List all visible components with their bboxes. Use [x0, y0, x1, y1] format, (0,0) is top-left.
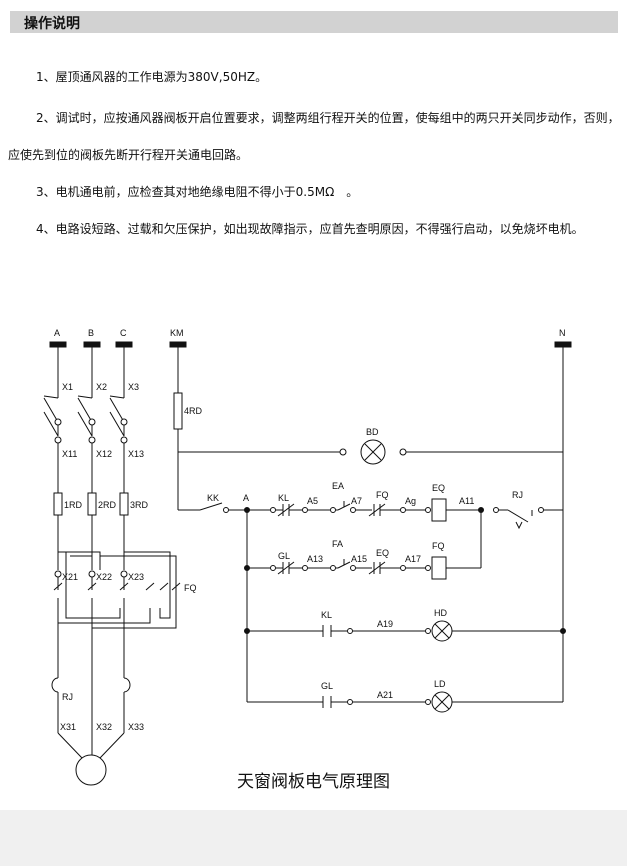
label-a19: A19 — [377, 619, 393, 629]
label-a17: A17 — [405, 554, 421, 564]
label-bd: BD — [366, 427, 379, 437]
instruction-3: 3、电机通电前，应检查其对地绝缘电阻不得小于0.5MΩ 。 — [36, 185, 359, 199]
label-a7: A7 — [351, 496, 362, 506]
label-fa: FA — [332, 539, 343, 549]
label-4rd: 4RD — [184, 406, 203, 416]
section-title: 操作说明 — [24, 16, 80, 32]
wiring-diagram: A B C KM N X1 X2 X3 X11 X12 X13 1RD 2RD … — [43, 328, 572, 786]
diagram-caption: 天窗阀板电气原理图 — [237, 772, 390, 792]
label-x11: X11 — [62, 449, 77, 459]
label-x31: X31 — [60, 722, 76, 732]
instruction-2: 2、调试时，应按通风器阀板开启位置要求，调整两组行程开关的位置，使每组中的两只开… — [8, 111, 620, 162]
label-kl2: KL — [321, 610, 332, 620]
label-x2: X2 — [96, 382, 107, 392]
label-eq2: EQ — [376, 548, 389, 558]
label-rj: RJ — [512, 490, 523, 500]
instruction-4: 4、电路设短路、过载和欠压保护，如出现故障指示，应首先查明原因，不得强行启动，以… — [36, 222, 584, 236]
section-header-bar: 操作说明 — [10, 11, 618, 33]
label-x33: X33 — [128, 722, 144, 732]
label-a13: A13 — [307, 554, 323, 564]
label-x32: X32 — [96, 722, 112, 732]
label-a5: A5 — [307, 496, 318, 506]
label-a15: A15 — [351, 554, 367, 564]
terminal-c-label: C — [120, 328, 127, 338]
label-fq-left: FQ — [184, 583, 197, 593]
label-x13: X13 — [128, 449, 144, 459]
label-ag: Ag — [405, 496, 416, 506]
label-x1: X1 — [62, 382, 73, 392]
label-a11: A11 — [459, 496, 474, 506]
label-kl: KL — [278, 493, 289, 503]
label-a-node: A — [243, 493, 249, 503]
label-fq2: FQ — [432, 541, 445, 551]
label-eq1: EQ — [432, 483, 445, 493]
label-hd: HD — [434, 608, 447, 618]
label-1rd: 1RD — [64, 500, 83, 510]
label-rj-left: RJ — [62, 692, 73, 702]
label-a21: A21 — [377, 690, 393, 700]
footer-band — [0, 810, 627, 866]
terminal-b-label: B — [88, 328, 94, 338]
label-3rd: 3RD — [130, 500, 149, 510]
label-2rd: 2RD — [98, 500, 117, 510]
terminal-a-label: A — [54, 328, 60, 338]
terminal-km-label: KM — [170, 328, 184, 338]
label-x22: X22 — [96, 572, 112, 582]
label-gl: GL — [278, 551, 290, 561]
terminal-n-label: N — [559, 328, 566, 338]
label-ld: LD — [434, 679, 446, 689]
label-x12: X12 — [96, 449, 112, 459]
instruction-1: 1、屋顶通风器的工作电源为380V,50HZ。 — [36, 70, 268, 84]
label-gl2: GL — [321, 681, 333, 691]
label-x21: X21 — [62, 572, 78, 582]
label-ea: EA — [332, 481, 344, 491]
label-fq1: FQ — [376, 490, 389, 500]
label-kk: KK — [207, 493, 219, 503]
label-x3: X3 — [128, 382, 139, 392]
label-x23: X23 — [128, 572, 144, 582]
